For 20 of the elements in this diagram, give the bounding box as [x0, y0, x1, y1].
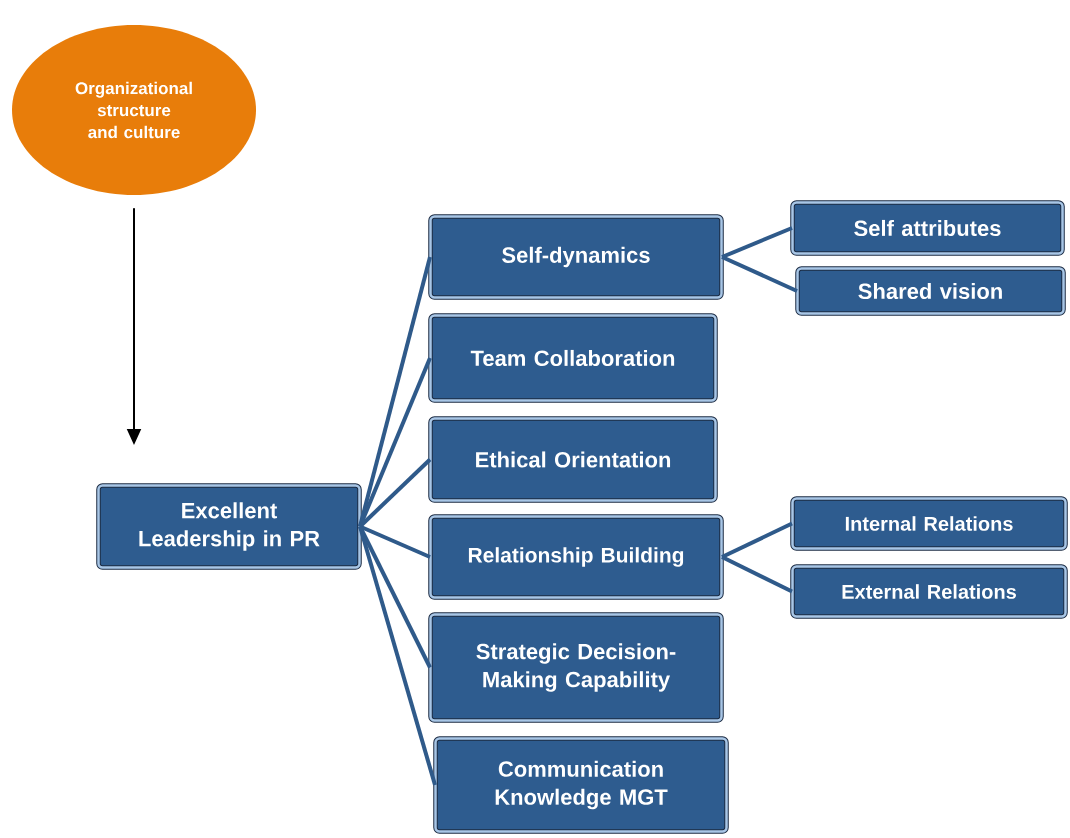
process-box: Shared vision — [795, 266, 1066, 316]
process-box: Self-dynamics — [428, 214, 724, 300]
process-box: Relationship Building — [428, 514, 724, 600]
connector-line — [721, 555, 793, 594]
connector-line — [358, 256, 432, 527]
process-box: Team Collaboration — [428, 313, 718, 403]
process-box: Excellent Leadership in PR — [96, 483, 362, 570]
connector-line — [721, 226, 793, 259]
connector-line — [358, 357, 432, 528]
process-box: Ethical Orientation — [428, 416, 718, 503]
process-box: Internal Relations — [790, 496, 1068, 551]
oval: Organizational structure and culture — [12, 25, 256, 195]
process-box: Communication Knowledge MGT — [433, 736, 729, 834]
process-box: Self attributes — [790, 200, 1065, 256]
connector-line — [358, 525, 437, 786]
connector-line — [721, 521, 793, 559]
process-box: External Relations — [790, 564, 1068, 619]
connector-line — [721, 255, 798, 293]
process-box: Strategic Decision-Making Capability — [428, 612, 724, 723]
connector-line — [359, 524, 431, 559]
